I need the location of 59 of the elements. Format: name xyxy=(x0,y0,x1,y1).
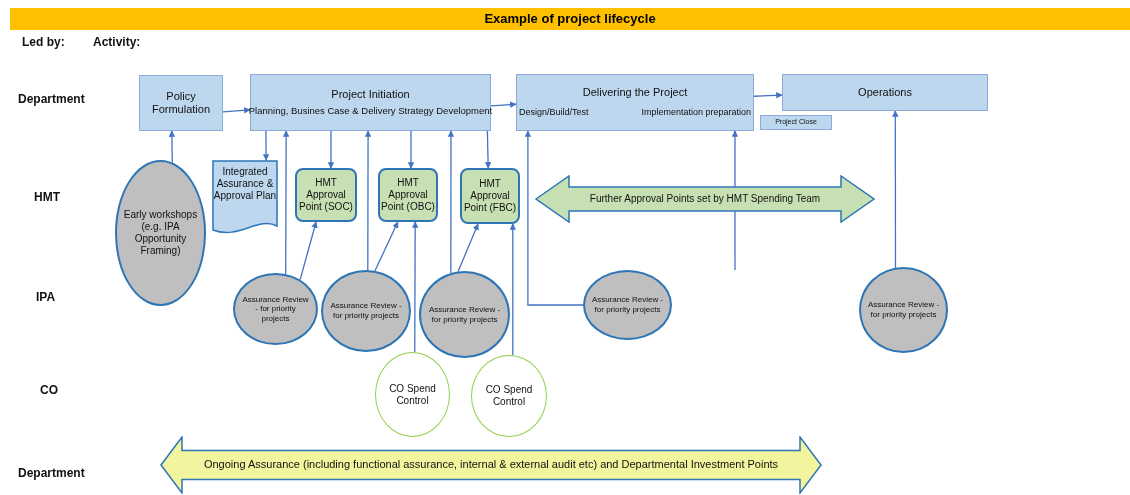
process-box xyxy=(139,75,223,131)
node-label: HMT Approval Point (OBC) xyxy=(380,177,436,213)
process-box xyxy=(760,115,832,130)
row-label: CO xyxy=(40,383,58,397)
arrow xyxy=(374,221,399,272)
process-box xyxy=(516,74,754,131)
arrow xyxy=(524,130,584,306)
arrow xyxy=(731,130,739,271)
arrow xyxy=(282,130,290,275)
node-label: HMT Approval Point (FBC) xyxy=(462,178,518,214)
node-label: Assurance Review - for priority projects xyxy=(427,304,502,325)
column-heading: Led by: xyxy=(22,35,65,49)
node-label: Operations xyxy=(858,85,912,100)
approval-box xyxy=(460,168,520,224)
arrow xyxy=(299,221,318,281)
arrow xyxy=(222,107,251,114)
process-box xyxy=(782,74,988,111)
ellipse-node xyxy=(419,271,510,358)
node-label: Assurance Review - for priority projects xyxy=(867,300,940,320)
node-label: CO Spend Control xyxy=(484,384,534,408)
approval-box xyxy=(295,168,357,222)
row-label: HMT xyxy=(34,190,60,204)
node-label: Further Approval Points set by HMT Spending Team xyxy=(589,193,821,205)
double-arrow-band xyxy=(160,436,822,494)
arrow xyxy=(407,130,415,169)
row-label: Department xyxy=(18,92,85,106)
node-label: Assurance Review - for priority projects xyxy=(241,294,310,324)
node-label: Policy Formulation xyxy=(150,89,212,117)
arrow xyxy=(168,130,176,164)
node-label: Early workshops (e.g. IPA Opportunity Framing) xyxy=(123,209,198,257)
node-subtext: Planning, Busines Case & Delivery Strategy Development xyxy=(248,105,493,117)
node-subtext: Implementation preparation xyxy=(641,107,751,118)
process-box xyxy=(250,74,491,131)
arrow xyxy=(892,110,899,269)
column-heading: Activity: xyxy=(93,35,141,49)
node-label: Assurance Review - for priority projects xyxy=(329,301,403,321)
arrow xyxy=(484,130,492,169)
row-label: Department xyxy=(18,466,85,480)
arrow xyxy=(364,130,372,271)
arrow xyxy=(262,130,270,161)
node-subtext: Design/Build/Test xyxy=(519,107,589,118)
arrow xyxy=(457,223,479,273)
node-label: CO Spend Control xyxy=(388,382,437,407)
node-label: Assurance Review - for priority projects xyxy=(591,295,664,315)
node-label: Delivering the Project xyxy=(582,85,688,100)
arrow xyxy=(490,101,517,108)
diagram-title: Example of project lifecycle xyxy=(483,11,657,26)
row-label: IPA xyxy=(36,290,56,304)
arrow xyxy=(411,221,419,353)
node-label: Integrated Assurance & Approval Plan xyxy=(212,166,278,202)
node-label: Ongoing Assurance (including functional assurance, internal & external audit etc) and Departmental Investment Points xyxy=(203,458,779,472)
double-arrow-band xyxy=(535,175,875,223)
arrow xyxy=(327,130,335,169)
arrow xyxy=(447,130,455,274)
arrow xyxy=(753,92,783,99)
node-label: HMT Approval Point (SOC) xyxy=(298,177,354,213)
approval-box xyxy=(378,168,438,222)
node-label: Project Initiation xyxy=(331,88,410,102)
arrow xyxy=(509,223,517,356)
